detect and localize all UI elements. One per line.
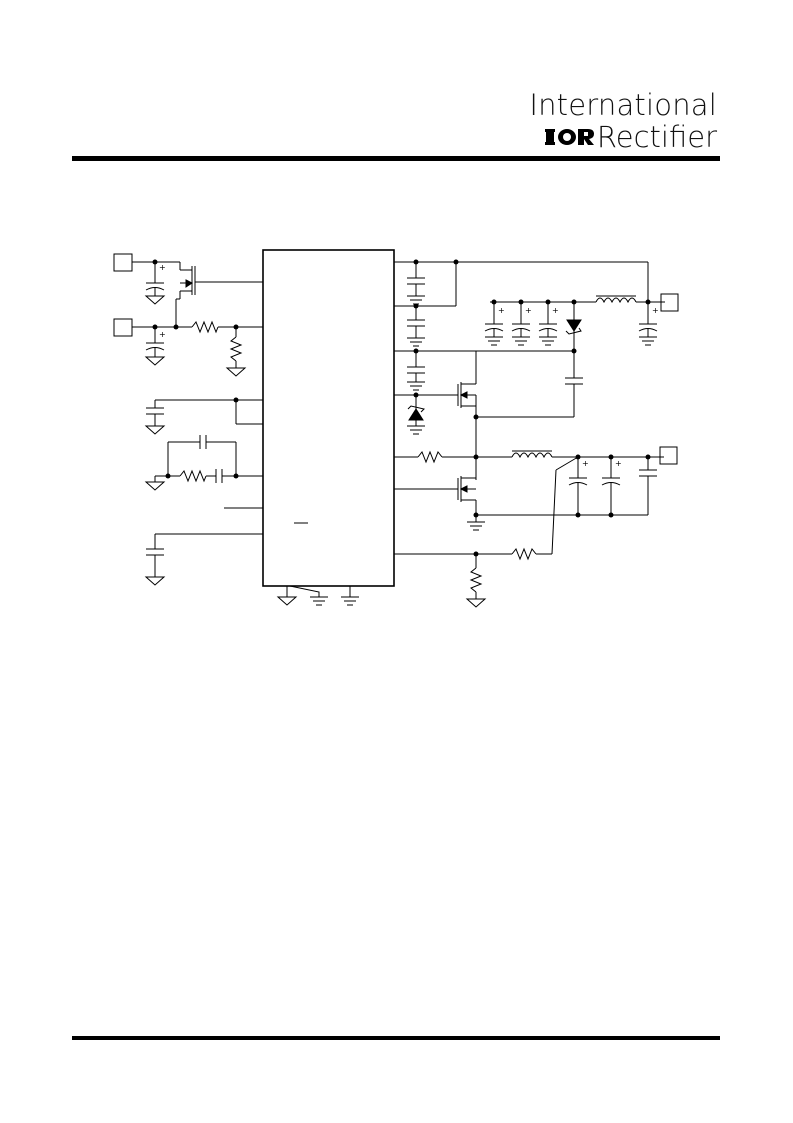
capacitor-icon (146, 548, 164, 556)
capacitor-icon (639, 469, 657, 477)
company-logo: International Rectifier (529, 90, 717, 154)
ground-icon (144, 356, 166, 366)
ground-icon (310, 596, 328, 606)
capacitor-icon: + (538, 302, 559, 346)
logo-line-rectifier: Rectifier (529, 120, 717, 154)
capacitor-icon (146, 407, 164, 415)
footer-rule (72, 1036, 720, 1040)
capacitor-icon (565, 377, 583, 385)
ground-icon (144, 481, 166, 491)
resistor-icon (511, 547, 537, 561)
svg-text:+: + (652, 306, 659, 315)
input-terminal-2 (113, 318, 133, 337)
svg-text:+: + (159, 330, 166, 339)
input-terminal-1 (113, 253, 133, 272)
ground-icon (467, 521, 485, 531)
svg-text:+: + (498, 306, 505, 315)
resistor-icon (191, 320, 219, 334)
capacitor-icon: + (145, 263, 166, 291)
output-terminal-2 (659, 446, 678, 465)
svg-text:+: + (525, 306, 532, 315)
capacitor-icon: + (568, 459, 589, 486)
resistor-icon (469, 567, 483, 593)
ground-icon (341, 596, 359, 606)
ground-icon (407, 425, 425, 435)
svg-text:+: + (552, 306, 559, 315)
ground-icon (144, 425, 166, 435)
ground-icon (407, 337, 425, 347)
ior-logo-icon (544, 120, 595, 154)
ground-icon (407, 295, 425, 305)
output-terminal-1 (660, 293, 679, 312)
capacitor-icon: + (601, 459, 622, 486)
capacitor-icon (407, 319, 425, 327)
mosfet-icon (446, 375, 477, 408)
logo-rectifier-text: Rectifier (596, 120, 717, 154)
inductor-icon (511, 452, 553, 459)
capacitor-icon: + (484, 302, 505, 346)
capacitor-icon: + (145, 330, 166, 351)
capacitor-icon (407, 277, 425, 285)
ground-icon (465, 598, 487, 608)
resistor-icon (417, 450, 443, 464)
capacitor-icon: + (511, 302, 532, 346)
svg-text:+: + (582, 459, 589, 468)
resistor-icon (179, 469, 207, 483)
ground-icon (225, 367, 247, 377)
resistor-icon (229, 336, 243, 362)
svg-text:+: + (159, 263, 166, 272)
svg-text:+: + (615, 459, 622, 468)
capacitor-icon (407, 366, 425, 374)
capacitor-icon: + (638, 306, 659, 332)
diode-icon (408, 408, 424, 421)
ground-icon (276, 596, 298, 606)
logo-line-international: International (529, 88, 717, 122)
ground-icon (144, 295, 166, 305)
header-rule (72, 156, 720, 161)
ground-icon (144, 576, 166, 586)
diode-icon (566, 319, 582, 332)
inductor-icon (595, 297, 637, 304)
ground-icon (639, 336, 657, 346)
controller-ic (262, 249, 395, 587)
ground-icon (407, 381, 425, 391)
mosfet-icon (446, 476, 476, 502)
